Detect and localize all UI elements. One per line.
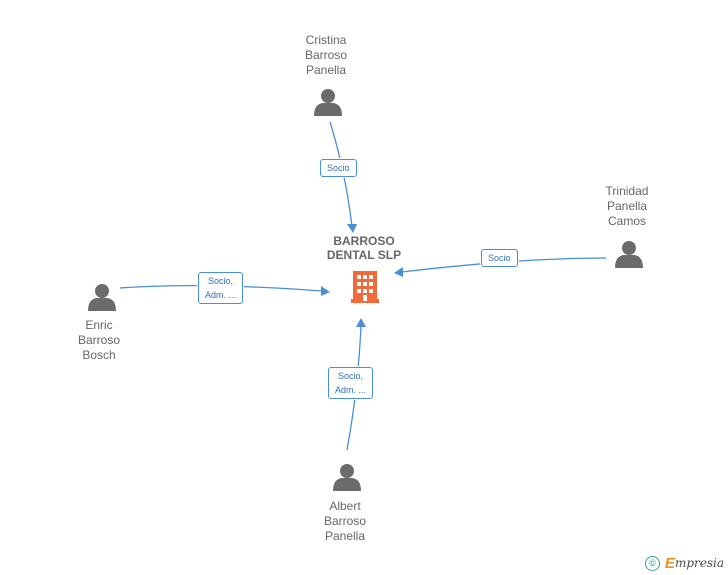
relation-label-albert[interactable]: Socio, Adm. ... xyxy=(328,367,374,399)
person-icon-trinidad[interactable] xyxy=(615,241,643,268)
relation-label-cristina[interactable]: Socio xyxy=(320,159,357,177)
arrowhead-albert xyxy=(356,318,366,327)
brand-logo-initial: E xyxy=(664,554,675,572)
company-name-line2: DENTAL SLP xyxy=(326,248,402,262)
person-name-enric[interactable]: Enric Barroso Bosch xyxy=(77,318,121,362)
person-icon-enric[interactable] xyxy=(88,284,116,311)
relation-label-trinidad[interactable]: Socio xyxy=(481,249,518,267)
arrowhead-cristina xyxy=(347,224,357,233)
relation-label-enric[interactable]: Socio, Adm. ... xyxy=(198,272,244,304)
brand-logo-text: mpresia xyxy=(674,556,724,570)
brand-footer[interactable]: © E mpresia xyxy=(644,553,724,573)
company-name-line1: BARROSO xyxy=(333,234,395,248)
person-icon-albert[interactable] xyxy=(333,464,361,491)
person-name-cristina[interactable]: Cristina Barroso Panella xyxy=(304,33,348,77)
person-name-trinidad[interactable]: Trinidad Panella Camos xyxy=(605,184,649,228)
arrowhead-enric xyxy=(321,286,330,296)
copyright-icon: © xyxy=(644,555,660,571)
person-name-albert[interactable]: Albert Barroso Panella xyxy=(323,499,367,543)
company-name[interactable]: BARROSO DENTAL SLP xyxy=(314,234,414,262)
building-icon[interactable] xyxy=(351,271,379,303)
arrowhead-trinidad xyxy=(394,267,403,277)
person-icon-cristina[interactable] xyxy=(314,89,342,116)
